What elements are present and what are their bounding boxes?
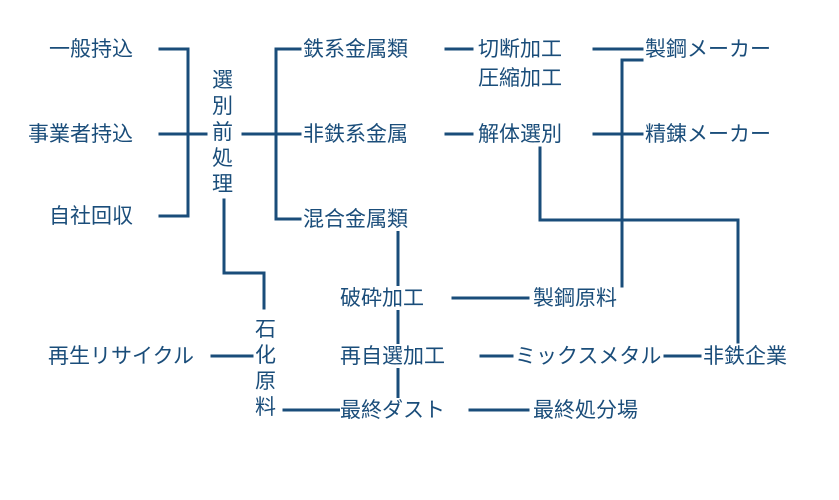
node-jigyousha-mochikomi: 事業者持込: [28, 122, 133, 146]
node-saishuu-shobunjou: 最終処分場: [533, 398, 638, 422]
node-seiren-maker: 精錬メーカー: [645, 122, 771, 146]
node-kongou-kinzokurui: 混合金属類: [303, 207, 408, 231]
node-sai-jisen-kakou: 再自選加工: [340, 344, 445, 368]
node-asshuku-kakou: 圧縮加工: [478, 66, 562, 90]
node-seikou-genryou: 製鋼原料: [533, 286, 617, 310]
node-hitetsukei-kinzoku: 非鉄系金属: [303, 122, 408, 146]
node-kaitai-senbetsu: 解体選別: [478, 122, 562, 146]
node-saishuu-dust: 最終ダスト: [340, 398, 445, 422]
node-setsudan-kakou: 切断加工: [478, 37, 562, 61]
node-seikou-maker: 製鋼メーカー: [645, 37, 771, 61]
node-sai-recycle: 再生リサイクル: [48, 344, 194, 368]
node-mix-metal: ミックスメタル: [515, 344, 662, 368]
node-jisha-kaishu: 自社回収: [49, 204, 133, 228]
connector-seikou-genryou: [620, 58, 644, 288]
node-tetsukei-kinzokurui: 鉄系金属類: [303, 37, 408, 61]
node-senbetsu-maeshori: 選 別 前 処 理: [212, 67, 233, 197]
node-ippan-mochikomi: 一般持込: [49, 37, 133, 61]
connector-kaitai-hitetsu-kigyou: [538, 146, 740, 344]
node-hasai-kakou: 破砕加工: [340, 286, 424, 310]
node-hitetsu-kigyou: 非鉄企業: [703, 344, 787, 368]
node-sekka-genryou: 石 化 原 料: [255, 316, 276, 420]
connector-maeshori-sekka: [222, 198, 266, 310]
